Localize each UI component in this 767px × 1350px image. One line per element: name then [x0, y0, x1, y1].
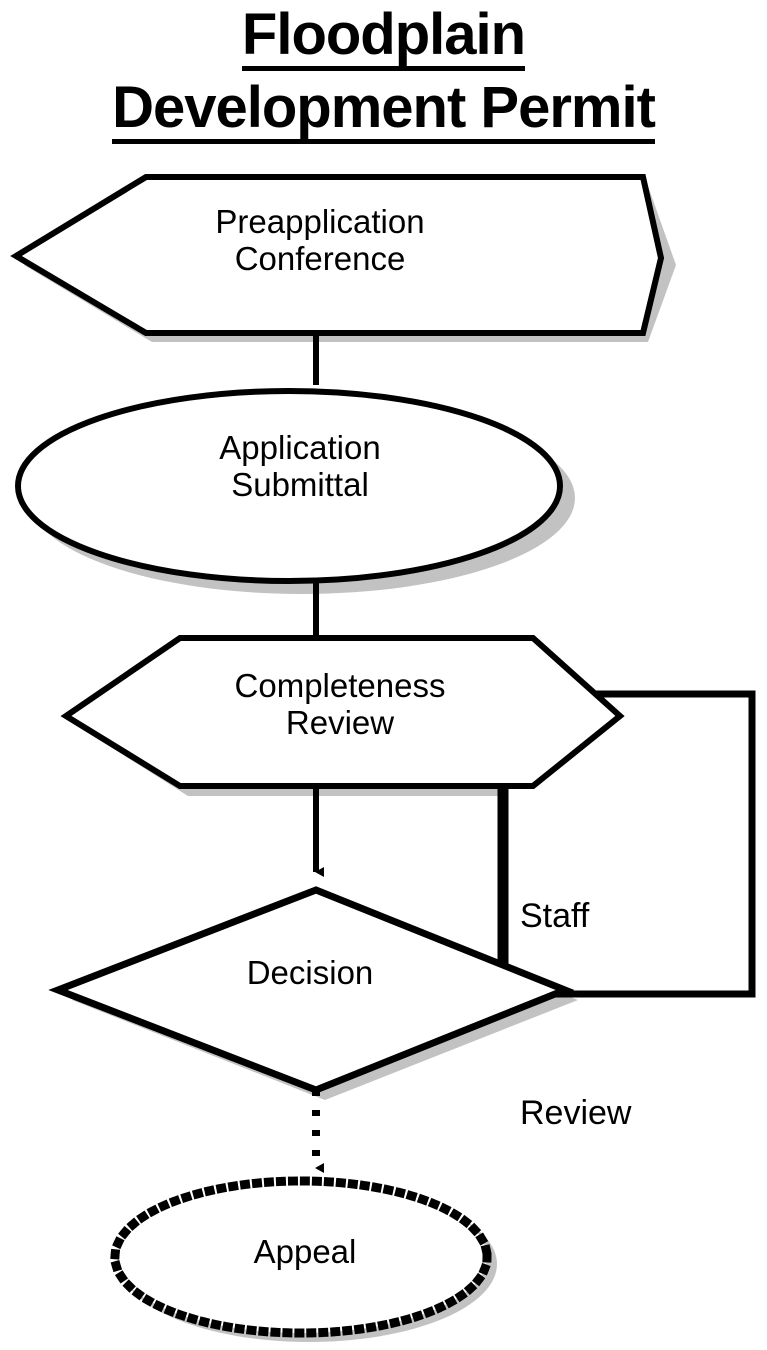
page-title: Floodplain Development Permit [0, 6, 767, 152]
page-title-line-2: Development Permit [112, 79, 656, 144]
appeal-shape[interactable] [110, 1176, 492, 1338]
decision-shape[interactable] [48, 886, 575, 1094]
staff-review-shape[interactable] [501, 690, 756, 998]
completeness-review-shape[interactable] [60, 635, 625, 789]
application-submittal-shape[interactable] [15, 388, 563, 584]
page-title-line-1: Floodplain [241, 6, 526, 71]
preapplication-conference-shape[interactable] [10, 174, 665, 336]
